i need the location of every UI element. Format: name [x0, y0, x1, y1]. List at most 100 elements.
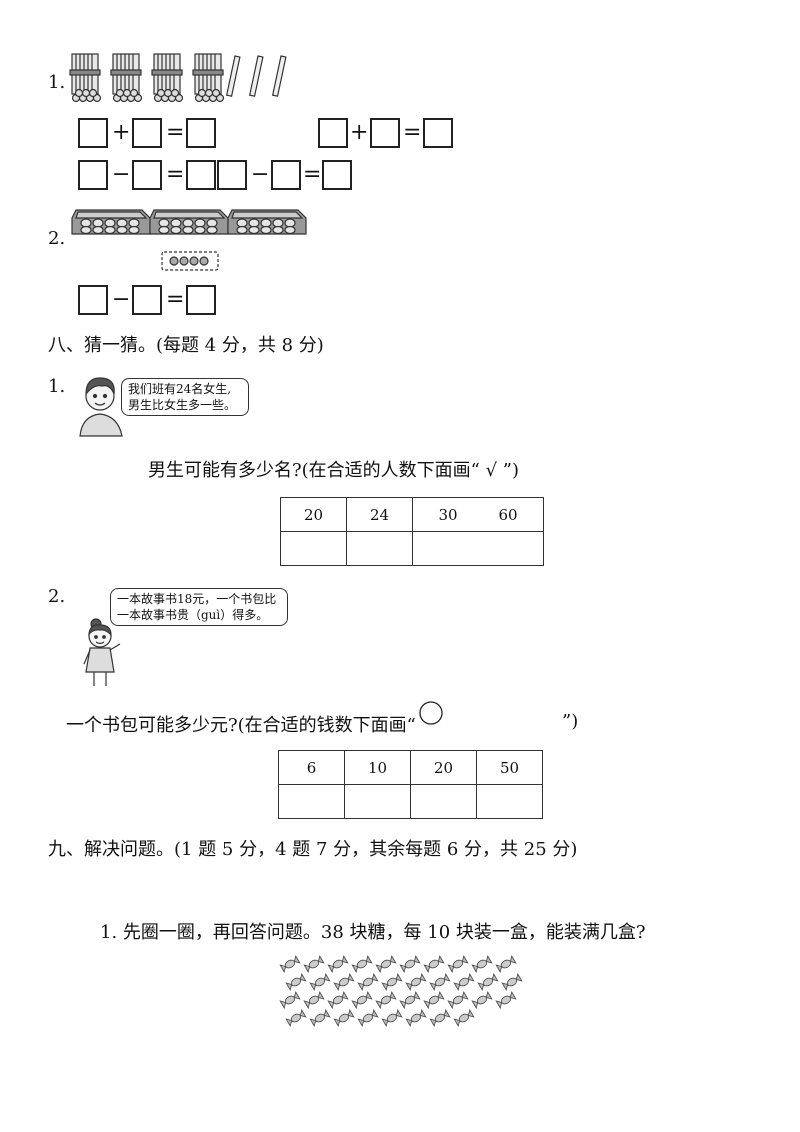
candy-icon: [357, 972, 379, 992]
s8-p1-question: 男生可能有多少名?(在合适的人数下面画“ √ ”): [148, 460, 520, 481]
option-value: 60: [498, 505, 518, 524]
stick-bundles-illustration: [69, 53, 287, 103]
s9-p1-question: 1. 先圈一圈，再回答问题。38 块糖，每 10 块装一盒，能装满几盒?: [100, 922, 646, 943]
speech-bubble: 我们班有24名女生, 男生比女生多一些。: [121, 378, 249, 416]
candy-icon: [471, 954, 493, 974]
candy-icon: [495, 954, 517, 974]
option-cell: 24: [346, 497, 413, 532]
candy-icon: [279, 990, 301, 1010]
equals-sign: =: [166, 287, 185, 312]
candy-icon: [303, 954, 325, 974]
candy-icon: [309, 972, 331, 992]
boys-options-table: 20 24 30 60: [280, 497, 544, 566]
s8-p1-number: 1.: [48, 376, 66, 397]
candy-icon: [429, 1008, 451, 1028]
candy-icon: [375, 954, 397, 974]
candies-illustration: [279, 954, 523, 1028]
candy-icon: [423, 954, 445, 974]
equals-sign: =: [166, 120, 185, 145]
girl-illustration: [83, 618, 121, 686]
answer-box[interactable]: [78, 160, 108, 190]
boy-illustration: [79, 377, 123, 437]
answer-box[interactable]: [78, 285, 108, 315]
option-cell: 10: [344, 750, 411, 785]
candy-icon: [405, 972, 427, 992]
candy-icon: [405, 1008, 427, 1028]
candy-icon: [495, 990, 517, 1010]
candy-icon: [381, 972, 403, 992]
candy-icon: [453, 1008, 475, 1028]
candy-icon: [303, 990, 325, 1010]
answer-cell[interactable]: [476, 784, 543, 819]
answer-box[interactable]: [186, 285, 216, 315]
answer-box[interactable]: [217, 160, 247, 190]
bubble-line: 一本故事书贵（guì）得多。: [117, 608, 269, 622]
equals-sign: =: [166, 162, 185, 187]
answer-cell[interactable]: [346, 531, 413, 566]
candy-icon: [477, 972, 499, 992]
candy-icon: [279, 954, 301, 974]
equals-sign: =: [303, 162, 322, 187]
option-cell: 20: [410, 750, 477, 785]
candy-icon: [351, 954, 373, 974]
candy-icon: [327, 990, 349, 1010]
candy-icon: [399, 954, 421, 974]
plus-sign: +: [112, 120, 131, 145]
candy-icon: [351, 990, 373, 1010]
candy-icon: [501, 972, 523, 992]
answer-box[interactable]: [78, 118, 108, 148]
option-cell: 20: [280, 497, 347, 532]
option-cell: 50: [476, 750, 543, 785]
candy-icon: [423, 990, 445, 1010]
q1-number: 1.: [48, 72, 66, 93]
candy-icon: [285, 1008, 307, 1028]
option-cell-merged: 30 60: [412, 497, 544, 532]
candy-icon: [447, 990, 469, 1010]
s8-p2-question-start: 一个书包可能多少元?(在合适的钱数下面画“: [66, 715, 416, 736]
option-value: 30: [438, 505, 458, 524]
circle-mark: [419, 701, 443, 725]
candy-icon: [333, 1008, 355, 1028]
bubble-line: 男生比女生多一些。: [128, 398, 237, 412]
answer-cell[interactable]: [412, 531, 544, 566]
option-cell: 6: [278, 750, 345, 785]
q2-number: 2.: [48, 228, 66, 249]
candy-icon: [471, 990, 493, 1010]
egg-trays-illustration: [71, 209, 307, 271]
answer-box[interactable]: [132, 285, 162, 315]
candy-icon: [447, 954, 469, 974]
answer-box[interactable]: [132, 160, 162, 190]
candy-icon: [333, 972, 355, 992]
answer-cell[interactable]: [278, 784, 345, 819]
answer-box[interactable]: [186, 160, 216, 190]
minus-sign: −: [251, 162, 270, 187]
s8-p2-number: 2.: [48, 586, 66, 607]
equals-sign: =: [403, 120, 422, 145]
answer-box[interactable]: [186, 118, 216, 148]
speech-bubble: 一本故事书18元，一个书包比 一本故事书贵（guì）得多。: [110, 588, 288, 626]
candy-icon: [357, 1008, 379, 1028]
answer-box[interactable]: [318, 118, 348, 148]
answer-cell[interactable]: [280, 531, 347, 566]
answer-box[interactable]: [132, 118, 162, 148]
answer-box[interactable]: [322, 160, 352, 190]
answer-box[interactable]: [423, 118, 453, 148]
answer-box[interactable]: [271, 160, 301, 190]
bubble-line: 我们班有24名女生,: [128, 382, 232, 396]
answer-cell[interactable]: [344, 784, 411, 819]
answer-cell[interactable]: [410, 784, 477, 819]
candy-icon: [399, 990, 421, 1010]
candy-icon: [453, 972, 475, 992]
bag-price-options-table: 6 10 20 50: [278, 750, 543, 819]
section8-title: 八、猜一猜。(每题 4 分，共 8 分): [48, 335, 324, 356]
candy-icon: [285, 972, 307, 992]
candy-icon: [429, 972, 451, 992]
candy-icon: [327, 954, 349, 974]
s8-p2-question-end: ”): [562, 711, 579, 732]
minus-sign: −: [112, 287, 131, 312]
bubble-line: 一本故事书18元，一个书包比: [117, 592, 277, 606]
answer-box[interactable]: [370, 118, 400, 148]
candy-icon: [309, 1008, 331, 1028]
candy-icon: [381, 1008, 403, 1028]
section9-title: 九、解决问题。(1 题 5 分，4 题 7 分，其余每题 6 分，共 25 分): [48, 839, 578, 860]
